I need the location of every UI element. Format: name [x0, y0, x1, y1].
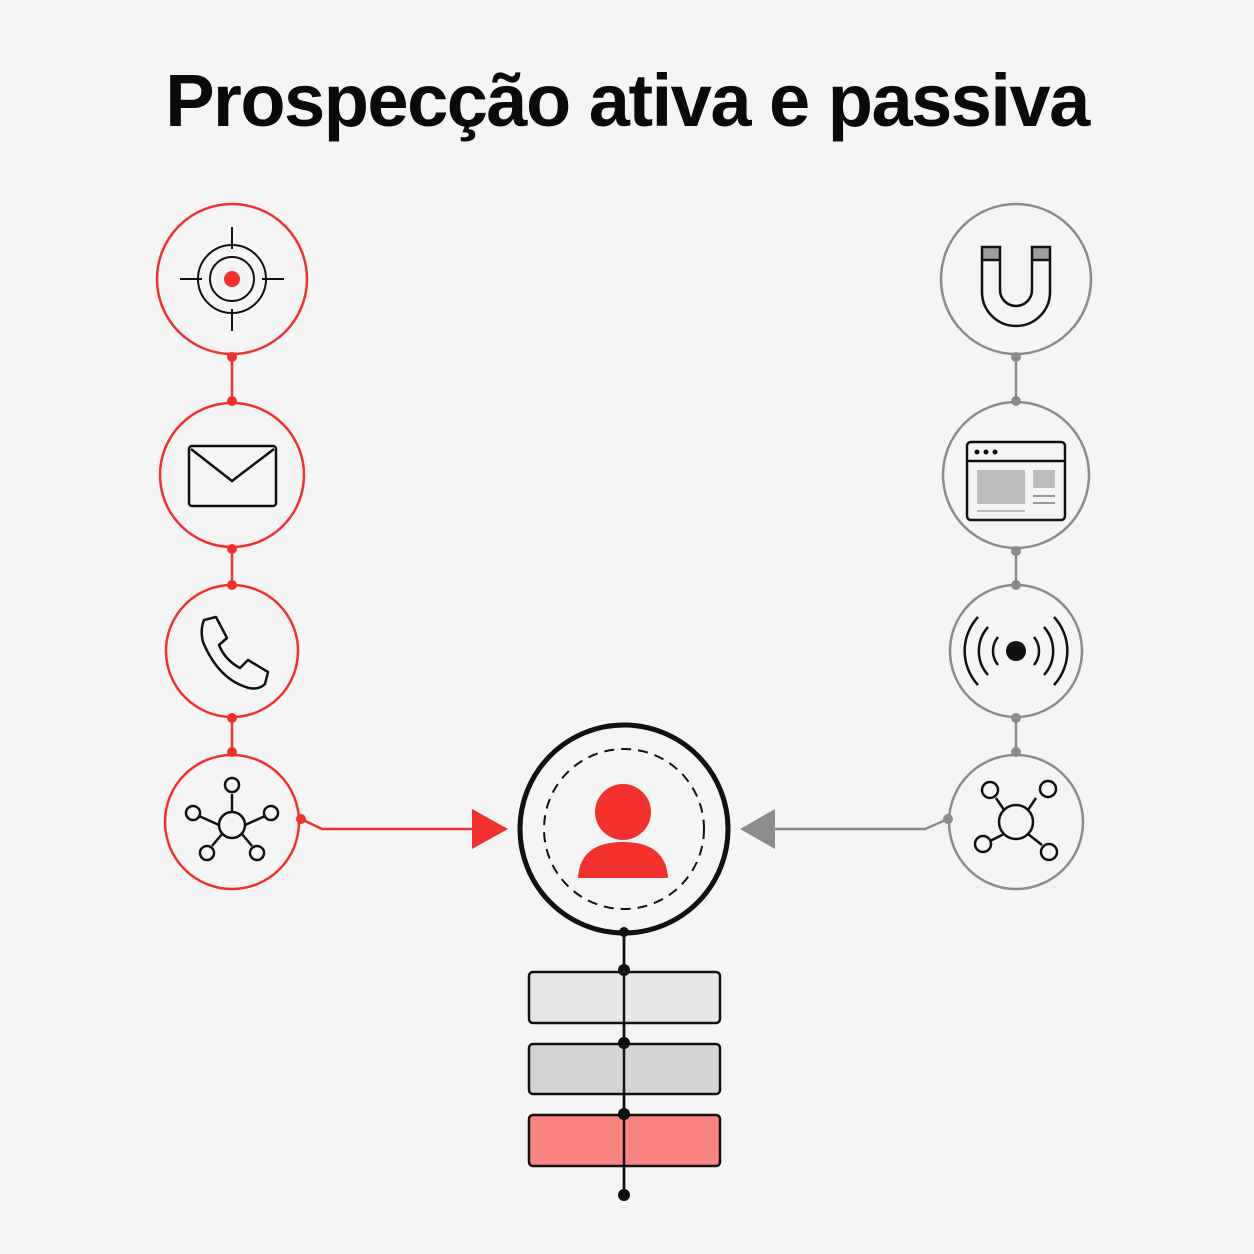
active-node-phone [164, 583, 300, 719]
pipeline [527, 927, 722, 1201]
browser-window-icon [965, 440, 1067, 522]
mail-icon [187, 444, 278, 508]
passive-column [740, 202, 1093, 891]
active-node-target [155, 202, 309, 356]
network-icon [973, 779, 1059, 862]
magnet-icon [980, 245, 1052, 328]
user-icon [578, 784, 668, 878]
active-node-email [158, 401, 306, 549]
network-icon [184, 776, 280, 862]
passive-arrow-line [772, 817, 949, 831]
passive-arrowhead [740, 809, 775, 849]
target-icon [180, 227, 284, 331]
active-arrowhead [472, 809, 508, 849]
broadcast-icon [963, 616, 1069, 686]
passive-node-broadcast [948, 583, 1084, 719]
center-lead-node [517, 722, 731, 936]
passive-node-webpage [941, 400, 1091, 550]
passive-node-network [947, 753, 1085, 891]
active-node-network [163, 753, 301, 891]
passive-node-magnet [939, 202, 1093, 356]
active-column [155, 202, 508, 891]
phone-icon [200, 615, 270, 690]
active-arrow-line [300, 817, 475, 831]
page-title: Prospecção ativa e passiva [165, 59, 1090, 142]
